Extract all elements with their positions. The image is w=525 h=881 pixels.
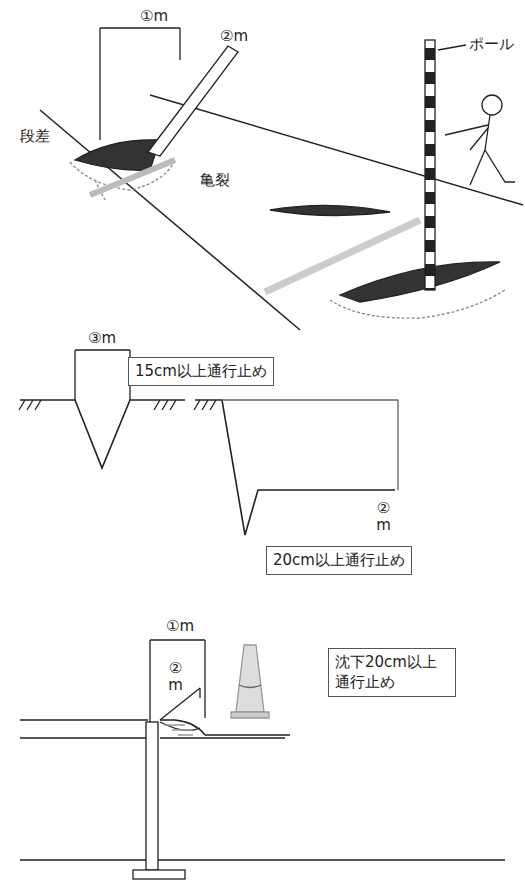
dimension-bracket: [150, 640, 205, 722]
ground-line: [20, 859, 505, 860]
step-outline: [330, 290, 505, 318]
dimension-label: 段差: [20, 128, 50, 145]
notice-text: 15cm以上通行止め: [135, 361, 267, 381]
dimension-label: ③m: [88, 330, 116, 347]
dimension-label: 亀裂: [200, 172, 230, 189]
dimension-label: ②m: [376, 500, 391, 533]
leader-line: [438, 45, 466, 50]
dimension-bracket: [75, 350, 130, 400]
step-shape: [340, 262, 500, 302]
notice-text: 沈下20cm以上 通行止め: [335, 652, 449, 693]
step-trench: [195, 400, 395, 535]
ghost-stick: [90, 160, 175, 195]
dimension-label: ①m: [140, 8, 168, 25]
crack-line: [150, 95, 523, 205]
dimension-line: [222, 400, 398, 490]
settlement-mark: [165, 725, 193, 735]
notice-box: 15cm以上通行止め: [128, 357, 274, 386]
traffic-cone: [231, 645, 269, 718]
dimension-label: ①m: [166, 618, 194, 635]
dimension-label: ②m: [168, 660, 183, 693]
ground-hatch: [194, 400, 216, 410]
dimension-label: ポール: [469, 36, 514, 53]
crack-shape: [270, 205, 390, 215]
ground-hatch: [19, 400, 176, 410]
dimension-label: ②m: [220, 28, 248, 45]
ruler-stick: [148, 46, 238, 156]
step-outline: [70, 160, 175, 200]
pole: [425, 40, 435, 290]
post: [146, 722, 158, 870]
v-trench: [20, 400, 185, 468]
ruler-stick: [160, 688, 200, 730]
person-figure: [445, 95, 515, 185]
step-shape: [75, 140, 160, 170]
notice-box: 沈下20cm以上 通行止め: [328, 648, 456, 697]
notice-text: 20cm以上通行止め: [273, 550, 405, 570]
post-footing: [133, 870, 185, 879]
dimension-bracket: [100, 28, 180, 140]
notice-box: 20cm以上通行止め: [266, 546, 412, 575]
